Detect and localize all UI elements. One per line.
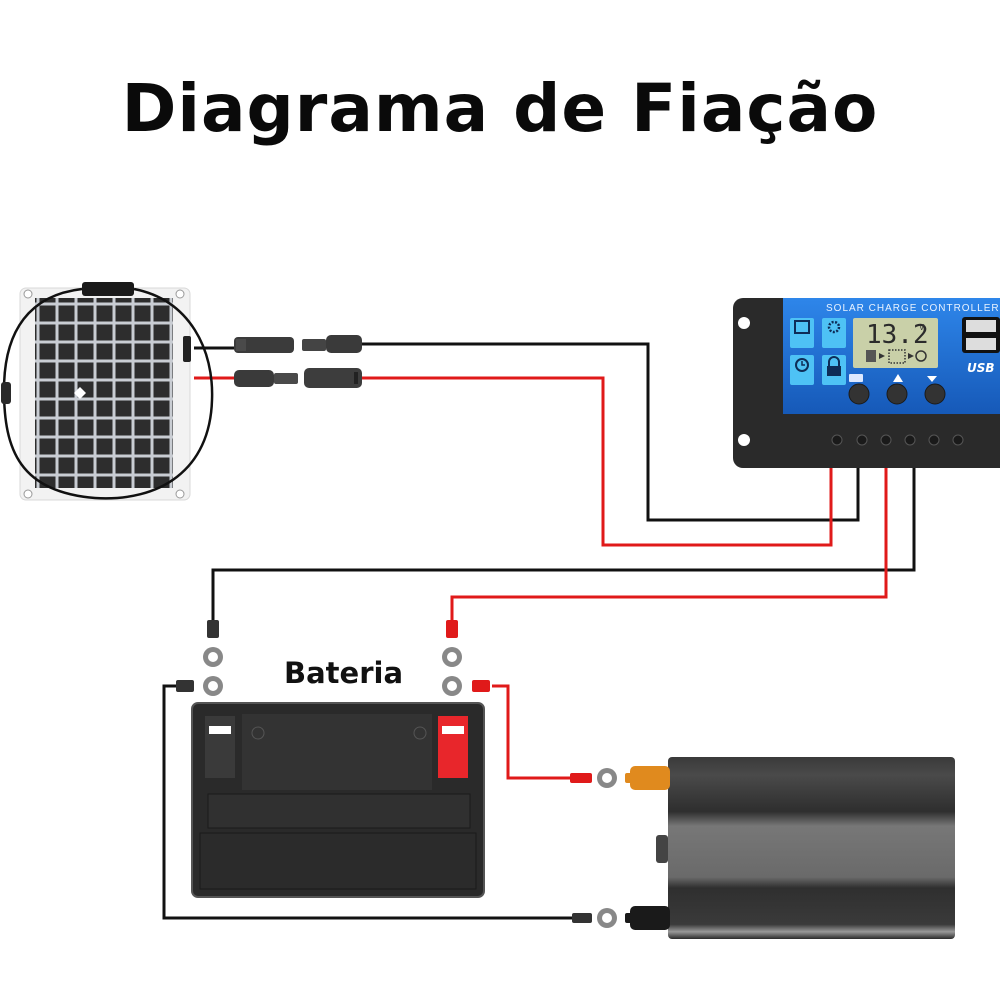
inverter xyxy=(570,757,955,939)
usb-ports: USB xyxy=(962,317,1000,375)
inverter-negative-post xyxy=(630,906,670,930)
usb-label: USB xyxy=(967,361,995,375)
controller-header: SOLAR CHARGE CONTROLLER xyxy=(826,303,1000,314)
solar-panel xyxy=(1,282,214,501)
page-title: Diagrama de Fiação xyxy=(121,70,879,147)
battery xyxy=(191,702,485,898)
battery-label: Bateria xyxy=(284,656,404,690)
charge-controller: SOLAR CHARGE CONTROLLER 13.2 V xyxy=(733,298,1000,468)
wires xyxy=(162,342,916,920)
negative-terminal xyxy=(205,716,235,778)
wire-inverter-negative xyxy=(162,684,576,920)
clock-icon xyxy=(790,355,814,385)
gear-icon xyxy=(822,318,846,348)
wire-pv-positive xyxy=(362,376,833,547)
lcd-voltage: 13.2 xyxy=(866,320,929,350)
wire-battery-negative xyxy=(211,462,916,622)
battery-ring-terminals xyxy=(176,620,490,696)
time-button[interactable] xyxy=(848,383,870,405)
mcu-icon xyxy=(790,318,814,348)
wire-inverter-positive xyxy=(492,684,575,780)
inverter-positive-post xyxy=(630,766,670,790)
solar-cells xyxy=(35,298,173,488)
wire-pv-negative xyxy=(360,342,860,522)
lcd-unit: V xyxy=(919,323,925,332)
mc4-connectors xyxy=(234,335,362,388)
mc4-negative-pair xyxy=(234,335,362,353)
controller-terminals xyxy=(831,434,964,446)
positive-terminal xyxy=(438,716,468,778)
up-button[interactable] xyxy=(886,383,908,405)
lock-icon xyxy=(822,355,846,385)
down-button[interactable] xyxy=(924,383,946,405)
wire-battery-positive xyxy=(450,462,888,622)
mc4-positive-pair xyxy=(234,368,362,388)
